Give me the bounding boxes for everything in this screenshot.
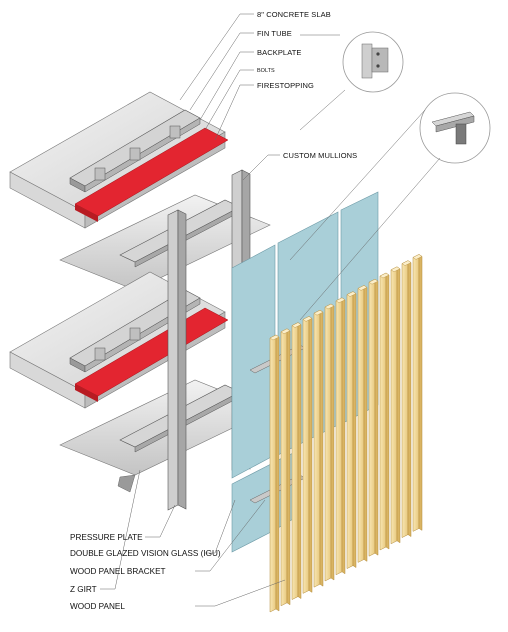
custom-mullion-left — [167, 209, 187, 511]
leader-lines — [100, 13, 441, 607]
wood-panel-slat — [357, 284, 368, 563]
wood-panel-slat — [379, 272, 390, 551]
wood-panel-slat — [412, 253, 423, 532]
wood-panel-slat — [280, 328, 291, 607]
label-fin-tube: FIN TUBE — [257, 29, 292, 38]
label-wood-panel-bracket: WOOD PANEL BRACKET — [70, 567, 166, 576]
wood-panel-slat — [335, 297, 346, 576]
label-bolts: BOLTS — [257, 68, 275, 74]
label-firestopping: FIRESTOPPING — [257, 81, 314, 90]
wood-panel-slat — [401, 260, 412, 539]
detail-callout-bolts — [342, 31, 404, 93]
wood-panel-slat — [368, 278, 379, 557]
wood-panel-slat — [390, 266, 401, 545]
lower-firestopping — [74, 307, 229, 397]
upper-firestopping-edge — [75, 204, 98, 222]
wood-panel-slat — [269, 334, 280, 613]
wood-panel-group — [269, 253, 423, 613]
upper-backplate — [94, 125, 181, 181]
label-wood-panel: WOOD PANEL — [70, 602, 125, 611]
wood-panel-slat — [291, 322, 302, 601]
label-vision-glass: DOUBLE GLAZED VISION GLASS (IGU) — [70, 549, 221, 558]
wood-panel-slat — [324, 303, 335, 582]
label-z-girt: Z GIRT — [70, 585, 97, 594]
label-custom-mullions: CUSTOM MULLIONS — [283, 151, 357, 160]
label-concrete-slab: 8" CONCRETE SLAB — [257, 10, 331, 19]
detail-callout-z-girt — [419, 92, 491, 164]
label-pressure-plate: PRESSURE PLATE — [70, 533, 143, 542]
wood-panel-slat — [313, 309, 324, 588]
label-backplate: BACKPLATE — [257, 48, 302, 57]
lower-firestopping-edge — [75, 384, 98, 402]
wood-panel-slat — [346, 291, 357, 570]
wood-panel-slat — [302, 315, 313, 594]
upper-firestopping — [74, 127, 229, 217]
